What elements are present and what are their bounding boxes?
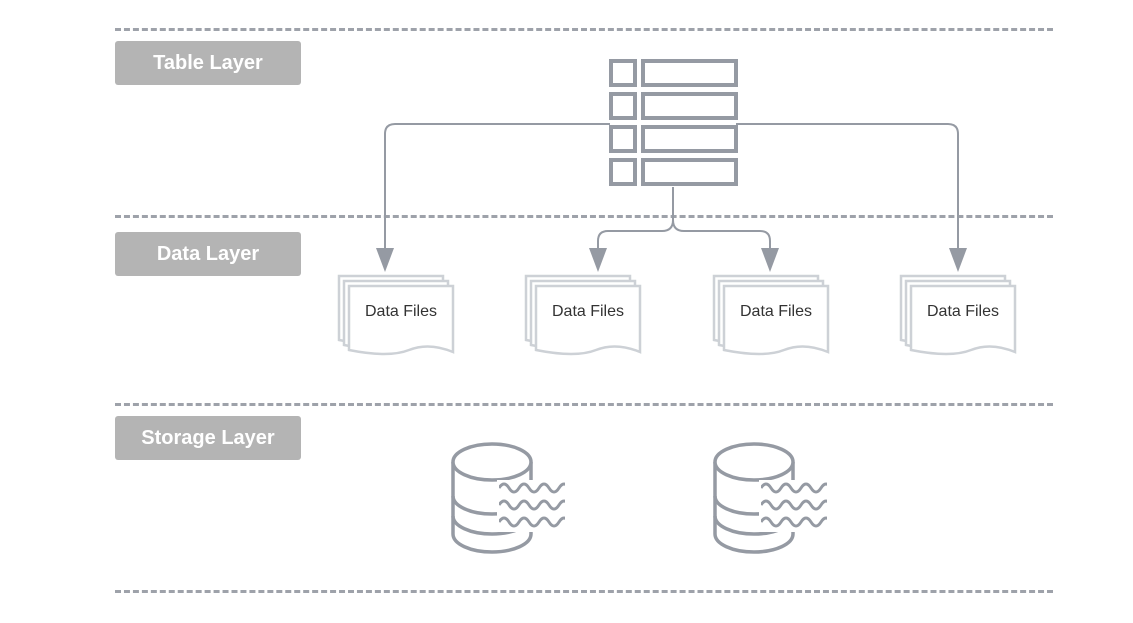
database-icon — [451, 442, 567, 554]
arrowheads — [376, 248, 967, 272]
connector-middle-left — [597, 187, 674, 258]
data-layer-label: Data Layer — [115, 232, 301, 276]
layer-divider-data-storage — [115, 403, 1053, 406]
data-files-label: Data Files — [551, 303, 625, 320]
document-stack-icon — [899, 274, 1017, 356]
connector-middle-right — [672, 219, 771, 258]
arrowhead-3 — [761, 248, 779, 272]
connectors — [384, 123, 959, 258]
document-stack-icon — [524, 274, 642, 356]
connector-right — [736, 123, 959, 258]
layer-divider-top — [115, 28, 1053, 31]
arrowhead-1 — [376, 248, 394, 272]
document-stack-icon — [712, 274, 830, 356]
table-icon — [609, 59, 738, 186]
connector-left — [384, 123, 610, 258]
layer-divider-table-data — [115, 215, 1053, 218]
database-icon — [713, 442, 829, 554]
data-files-label: Data Files — [739, 303, 813, 320]
storage-layer-label: Storage Layer — [115, 416, 301, 460]
data-files-label: Data Files — [364, 303, 438, 320]
data-files-label: Data Files — [926, 303, 1000, 320]
layer-divider-bottom — [115, 590, 1053, 593]
table-layer-label: Table Layer — [115, 41, 301, 85]
document-stack-icon — [337, 274, 455, 356]
arrowhead-2 — [589, 248, 607, 272]
arrowhead-4 — [949, 248, 967, 272]
